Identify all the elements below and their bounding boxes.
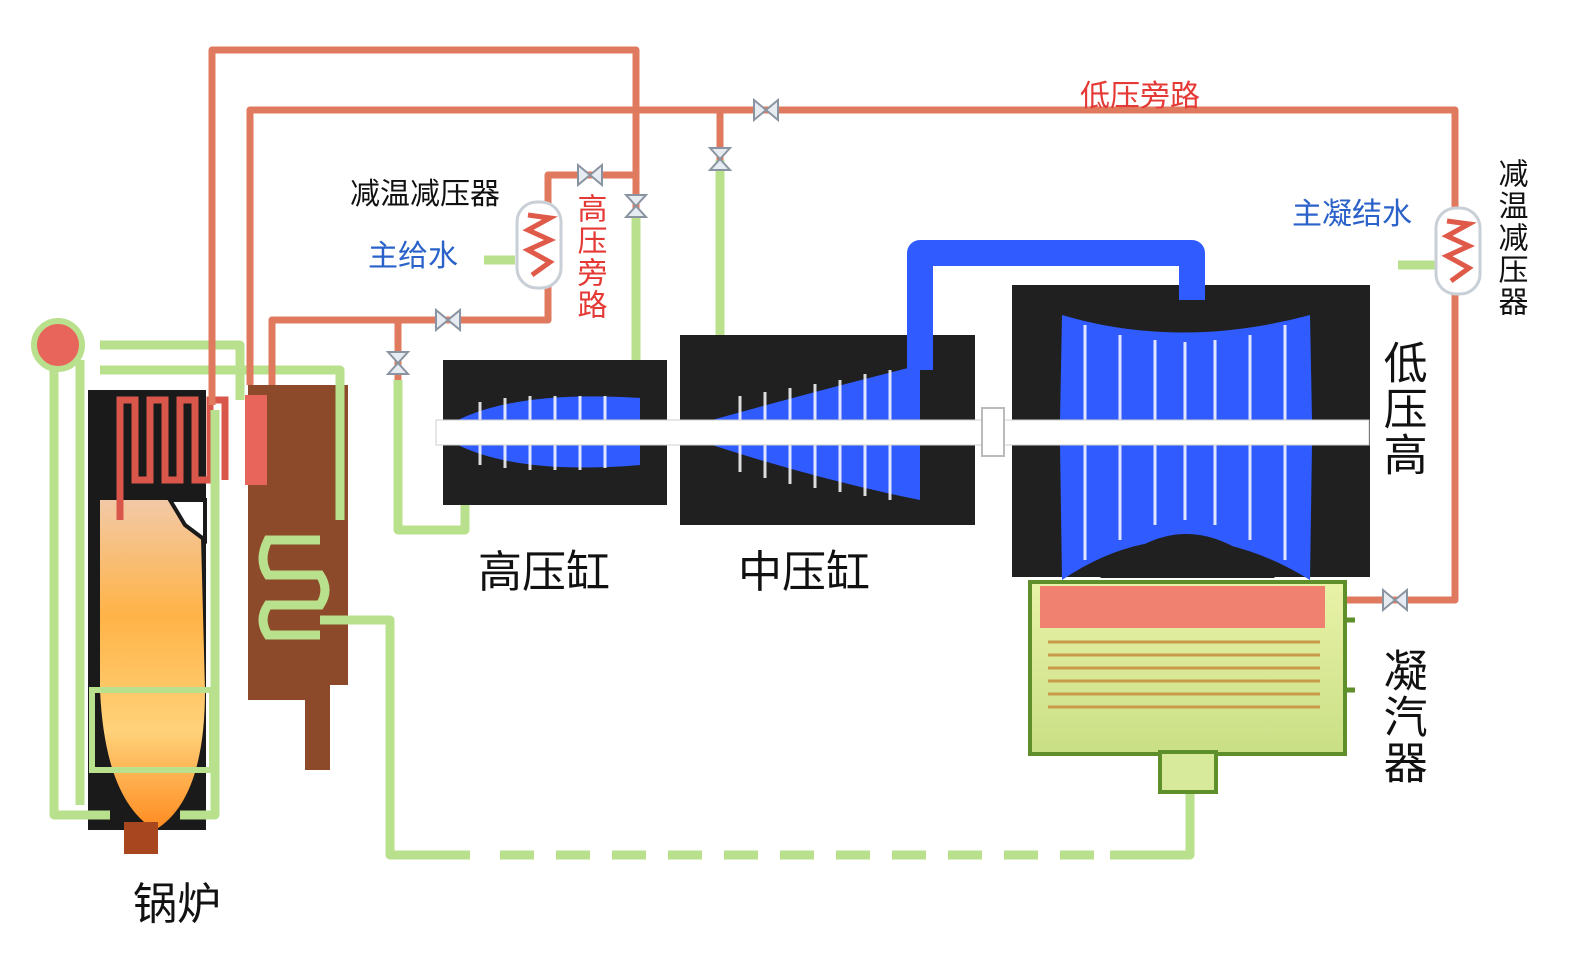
reheater-block: [245, 395, 267, 485]
valve-icon[interactable]: [578, 165, 602, 185]
condenser-steam-space: [1040, 586, 1325, 628]
turbine-shaft: [436, 420, 1369, 445]
valve-icon[interactable]: [754, 100, 778, 120]
steam-drum: [34, 321, 82, 369]
lp-bypass-label: 低压旁路: [1080, 80, 1200, 115]
condensate-return: [1110, 790, 1190, 855]
desuperheater-left-label: 减温减压器: [350, 178, 500, 213]
ip-cylinder-label: 中压缸: [738, 548, 870, 599]
valve-icon[interactable]: [1383, 590, 1407, 610]
lp-cylinder-label: 低压高: [1375, 340, 1426, 478]
condenser-hotwell: [1160, 752, 1216, 792]
boiler-label: 锅炉: [133, 880, 221, 931]
shaft-coupling: [982, 408, 1004, 456]
desuperheater-right: [1436, 208, 1480, 294]
hp-bypass-label: 高压旁路: [571, 193, 606, 321]
boiler-hopper: [248, 685, 330, 770]
valve-icon[interactable]: [626, 195, 646, 217]
boiler: [34, 321, 348, 854]
furnace-burner: [124, 822, 158, 854]
valve-icon[interactable]: [710, 148, 730, 170]
valve-icon[interactable]: [388, 352, 408, 374]
desuperheater-right-label: 减温减压器: [1492, 158, 1527, 318]
desuperheater-left: [517, 202, 561, 288]
main-condensate-label: 主凝结水: [1292, 198, 1412, 233]
valve-icon[interactable]: [436, 310, 460, 330]
hp-cylinder-label: 高压缸: [478, 548, 610, 599]
condenser-label: 凝汽器: [1375, 648, 1426, 786]
main-feedwater-label: 主给水: [368, 240, 458, 275]
condenser: [1030, 582, 1355, 792]
